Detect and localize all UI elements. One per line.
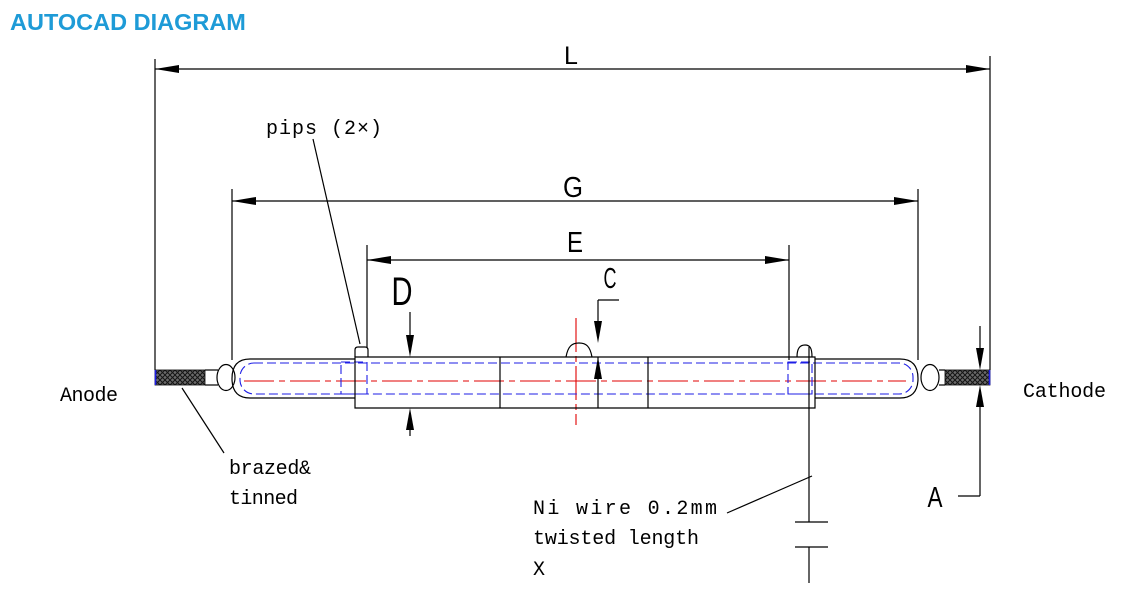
dimension-A-top-arrow <box>976 348 984 370</box>
dimension-C: C <box>594 263 619 379</box>
anode-label: Anode <box>60 385 118 408</box>
anode-brazed-tinned-lead <box>154 369 206 386</box>
dimension-E-arrow-left <box>367 256 391 264</box>
page-title: AUTOCAD DIAGRAM <box>10 9 246 35</box>
anode-tube-section <box>231 358 355 399</box>
ni-wire-label-line-3: X <box>533 559 545 582</box>
brazed-label-line-1: brazed& <box>229 458 311 481</box>
inner-tube-hidden-outline <box>239 362 914 395</box>
dimension-G-arrow-right <box>894 197 918 205</box>
cathode-tube-section <box>815 358 919 399</box>
dimension-D: D <box>392 270 414 436</box>
left-pip <box>354 346 369 357</box>
anode-lead <box>154 369 206 386</box>
dimension-A-label: A <box>928 482 944 514</box>
dimension-G-arrow-left <box>232 197 256 205</box>
pips-leader-line <box>312 138 361 345</box>
brazed-leader-line <box>181 387 225 454</box>
dimension-E-label: E <box>567 227 583 259</box>
dimension-L: L <box>154 42 991 370</box>
dimension-C-label: C <box>604 263 617 295</box>
dimension-D-top-arrow <box>406 335 414 357</box>
ni-wire-label-line-1: Ni wire 0.2mm <box>533 498 717 521</box>
dimension-C-top-arrow <box>594 321 602 343</box>
dimension-E: E <box>366 227 790 360</box>
center-bump <box>565 342 593 358</box>
dimension-C-bottom-arrow <box>594 357 602 379</box>
hidden-lines <box>239 361 914 395</box>
dimension-G-label: G <box>563 172 583 204</box>
tube-body <box>205 342 945 409</box>
dimension-L-arrow-left <box>155 65 179 73</box>
cathode-label: Cathode <box>1023 381 1106 404</box>
dimension-D-label: D <box>392 270 413 314</box>
pips-label: pips (2×) <box>266 118 382 141</box>
ni-wire <box>795 347 828 583</box>
cathode-lead <box>944 369 991 386</box>
dimension-L-label: L <box>564 42 578 70</box>
right-pip <box>796 344 813 358</box>
brazed-label-line-2: tinned <box>229 488 298 511</box>
central-section <box>354 356 816 409</box>
dimension-D-bottom-arrow <box>406 408 414 430</box>
cathode-hatched-lead <box>944 369 991 386</box>
cathode-electrode-hidden-outline <box>787 361 813 395</box>
dimension-E-arrow-right <box>765 256 789 264</box>
center-lines <box>244 318 906 425</box>
dimension-A-bottom-arrow <box>976 385 984 407</box>
outline-geometry: L G E D C <box>154 42 991 583</box>
ni-wire-label-line-2: twisted length <box>533 528 699 551</box>
anode-electrode-hidden-outline <box>340 361 368 395</box>
ni-wire-leader-line <box>726 475 813 514</box>
anode-seal-nub <box>216 363 236 392</box>
dimension-L-arrow-right <box>966 65 990 73</box>
dimension-G: G <box>231 172 919 360</box>
cathode-seal-nub <box>920 363 940 392</box>
dimension-A: A <box>928 326 984 514</box>
